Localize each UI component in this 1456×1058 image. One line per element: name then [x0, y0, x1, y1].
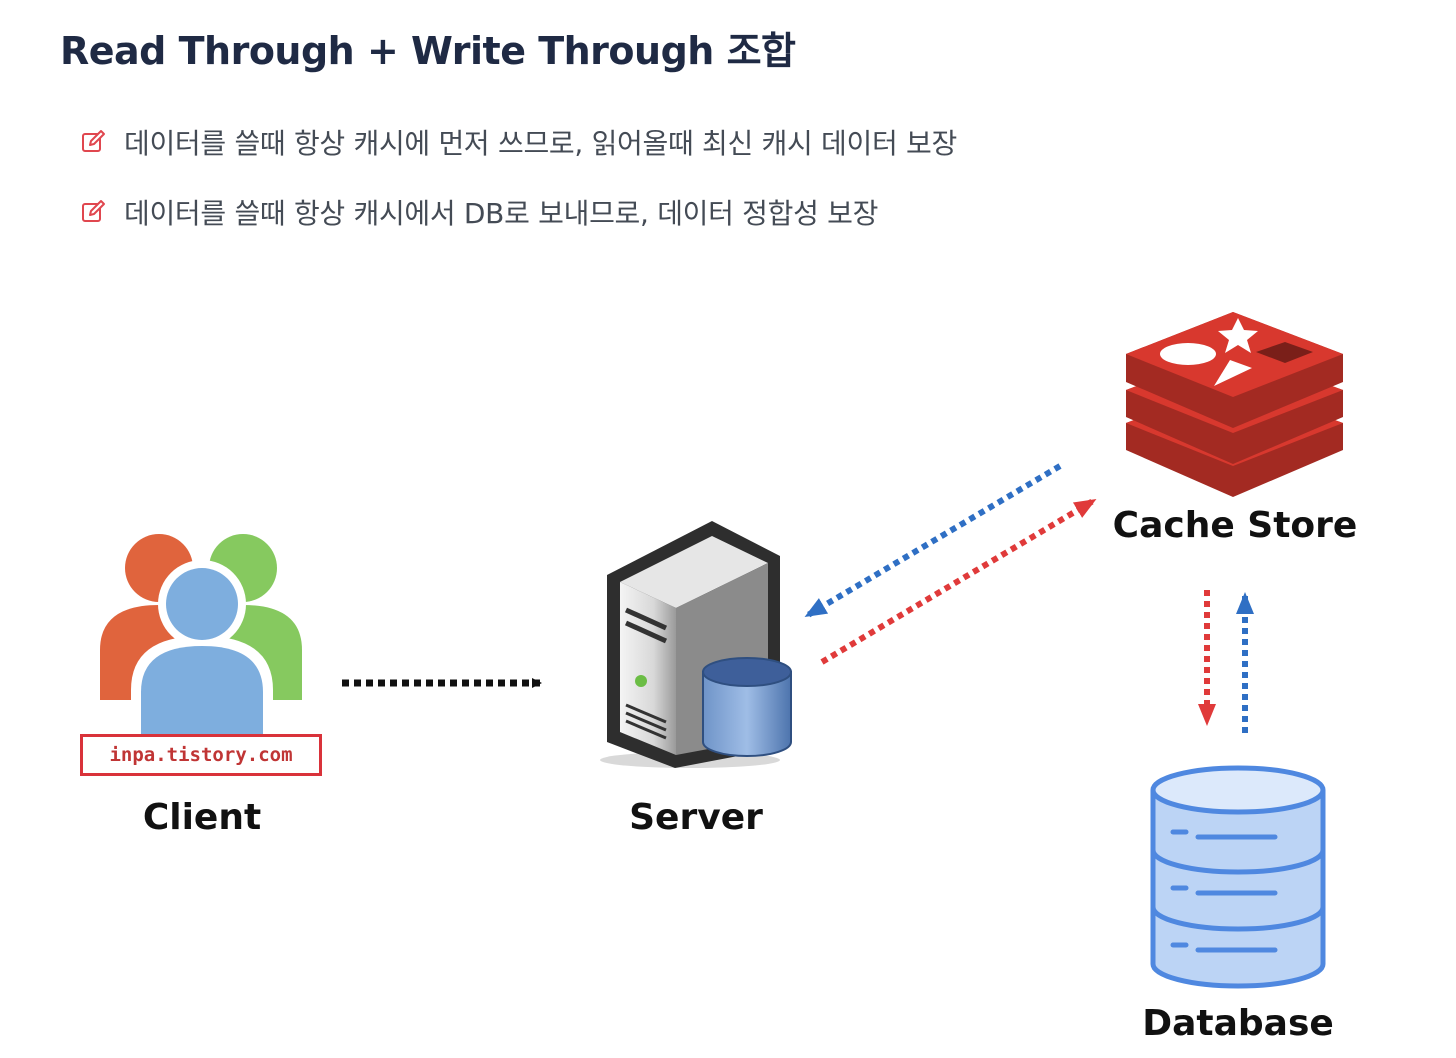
cache-store-label: Cache Store — [1112, 505, 1358, 546]
edit-icon — [82, 200, 105, 222]
list-item: 데이터를 쓸때 항상 캐시에 먼저 쓰므로, 읽어올때 최신 캐시 데이터 보장 — [80, 120, 1280, 164]
read-arrow — [804, 463, 1062, 618]
edit-icon — [82, 130, 105, 152]
server-label: Server — [629, 797, 763, 838]
database-stack-icon — [1150, 765, 1326, 989]
client-label: Client — [142, 797, 262, 838]
server-with-database-icon — [600, 521, 792, 768]
bullet-list: 데이터를 쓸때 항상 캐시에 먼저 쓰므로, 읽어올때 최신 캐시 데이터 보장… — [80, 120, 1280, 260]
users-group-icon — [100, 534, 302, 740]
bullet-text: 데이터를 쓸때 항상 캐시에서 DB로 보내므로, 데이터 정합성 보장 — [124, 197, 879, 230]
bullet-text: 데이터를 쓸때 항상 캐시에 먼저 쓰므로, 읽어올때 최신 캐시 데이터 보장 — [124, 127, 957, 160]
redis-logo-icon — [1126, 312, 1343, 497]
database-label: Database — [1142, 1003, 1334, 1044]
architecture-diagram — [100, 312, 1343, 989]
write-arrow — [820, 498, 1097, 665]
watermark-url: inpa.tistory.com — [80, 734, 322, 776]
list-item: 데이터를 쓸때 항상 캐시에서 DB로 보내므로, 데이터 정합성 보장 — [80, 190, 1280, 234]
page-title: Read Through + Write Through 조합 — [60, 29, 796, 73]
